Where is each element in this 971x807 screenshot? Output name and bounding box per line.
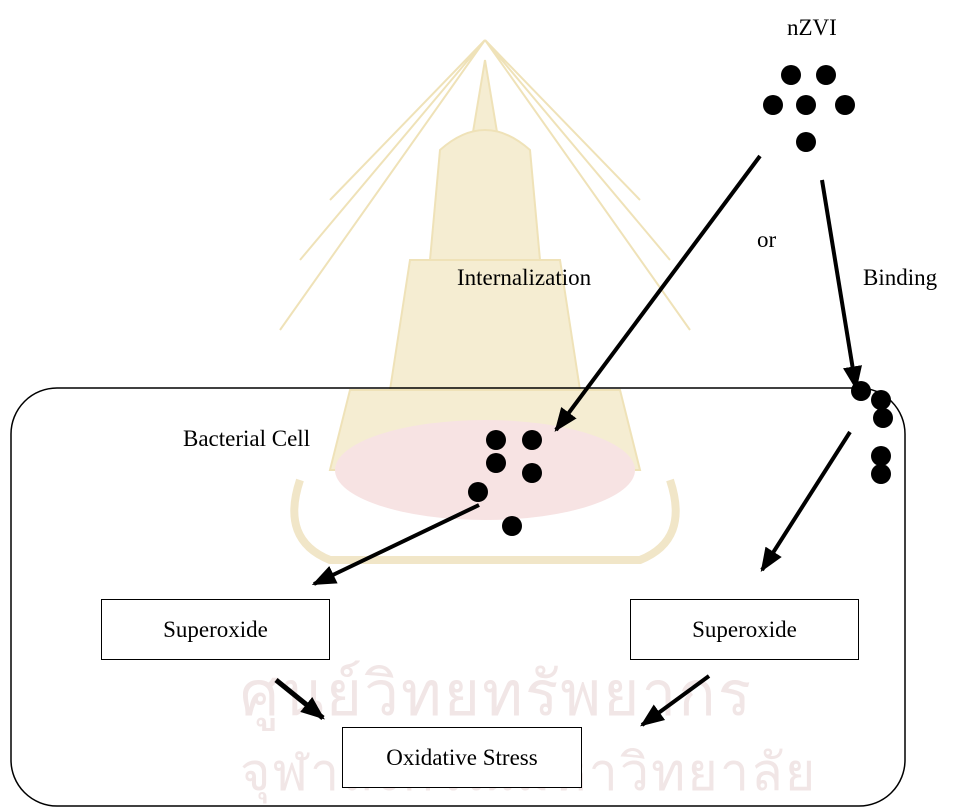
bound-particle-cluster [851, 381, 893, 484]
bacterial-cell-outline [10, 387, 906, 807]
bacterial-cell-label: Bacterial Cell [183, 426, 311, 451]
internalization-arrow [554, 154, 762, 432]
oxidative-stress-label: Oxidative Stress [386, 744, 538, 770]
binding-arrow [820, 179, 862, 391]
internalized-particle-cluster [468, 430, 542, 536]
nzvi-label: nZVI [787, 15, 837, 40]
nzvi-particle-cluster [763, 65, 855, 152]
superoxide-left-box: Superoxide [101, 599, 330, 660]
oxidative-stress-box: Oxidative Stress [342, 727, 582, 788]
superoxide-right-label: Superoxide [692, 616, 797, 642]
superoxide-left-label: Superoxide [163, 616, 268, 642]
arrow-right-to-stress [640, 674, 711, 727]
or-label: or [757, 227, 777, 252]
internalization-label: Internalization [457, 265, 592, 290]
binding-label: Binding [863, 265, 938, 290]
arrow-to-right-superoxide [760, 430, 852, 573]
arrow-to-left-superoxide [311, 503, 480, 586]
arrow-left-to-stress [274, 678, 325, 720]
watermark-line1: ศูนย์วิทยทรัพยากร [240, 657, 754, 730]
superoxide-right-box: Superoxide [630, 599, 859, 660]
